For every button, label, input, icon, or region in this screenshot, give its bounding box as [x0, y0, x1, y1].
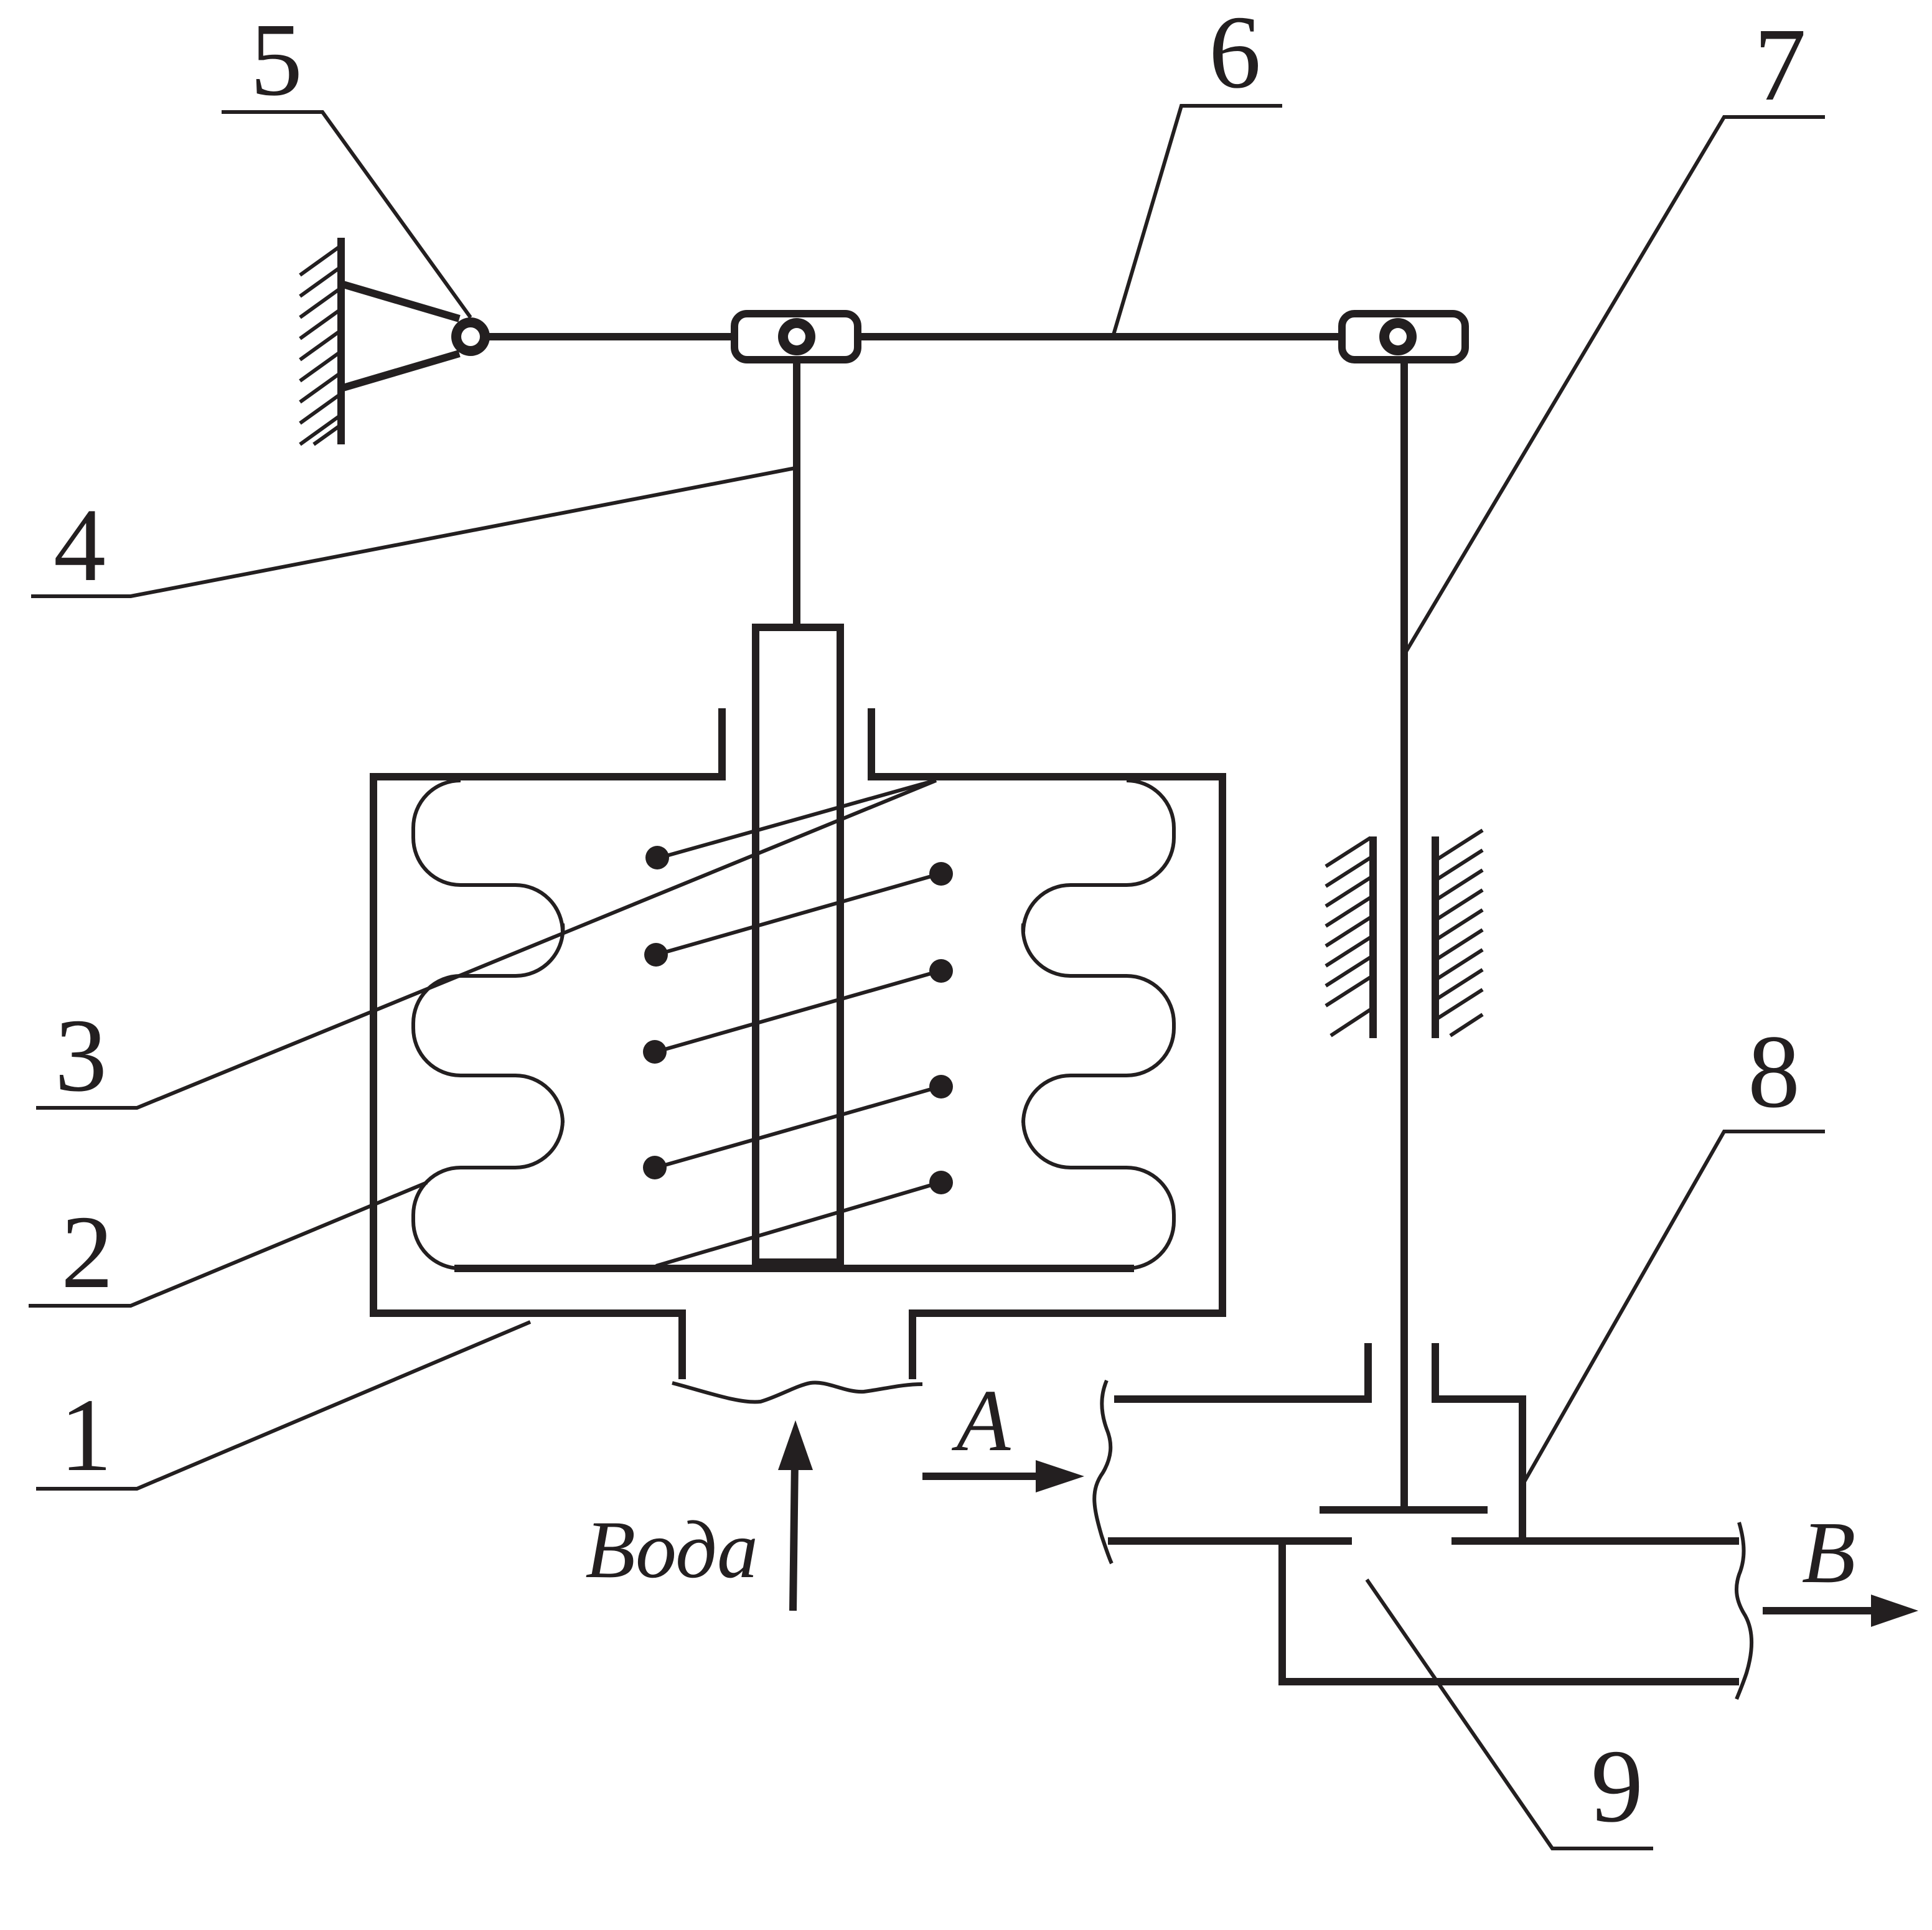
label-6: 6 [1209, 0, 1261, 110]
inlet-arrow-a [922, 1460, 1084, 1492]
leader-lines [29, 104, 1825, 1850]
fixed-wall-support-left [299, 238, 461, 446]
label-5: 5 [250, 2, 302, 118]
label-9: 9 [1591, 1728, 1643, 1844]
leader-2 [29, 1181, 428, 1308]
leader-3 [36, 779, 937, 1110]
label-7: 7 [1754, 7, 1806, 123]
leader-4 [31, 466, 796, 598]
slot-joint-rod-4 [731, 310, 861, 363]
leader-6 [1111, 104, 1282, 337]
label-3: 3 [55, 998, 107, 1113]
hinge-pivot-5 [451, 317, 490, 356]
valve-body-8 [1092, 1343, 1753, 1700]
leader-5 [222, 110, 472, 319]
inlet-label-a: A [952, 1371, 1011, 1469]
push-rod-4 [752, 360, 844, 1266]
label-1: 1 [60, 1377, 112, 1493]
leader-9 [1365, 1578, 1653, 1850]
water-inlet-arrow [778, 1420, 813, 1611]
spring-3 [643, 779, 953, 1268]
slot-joint-stem-7 [1338, 310, 1469, 363]
water-label: Вода [585, 1504, 758, 1595]
leader-1 [36, 1320, 532, 1491]
label-4: 4 [54, 487, 106, 603]
label-2: 2 [61, 1194, 113, 1310]
bellows-2 [411, 779, 1176, 1272]
leader-7 [1402, 115, 1825, 656]
outlet-arrow-b [1763, 1595, 1918, 1627]
housing-1 [370, 708, 1226, 1404]
leader-8 [1521, 1130, 1825, 1486]
label-8: 8 [1748, 1014, 1800, 1130]
outlet-label-b: B [1802, 1503, 1856, 1601]
stem-guide-bushing [1325, 828, 1484, 1038]
